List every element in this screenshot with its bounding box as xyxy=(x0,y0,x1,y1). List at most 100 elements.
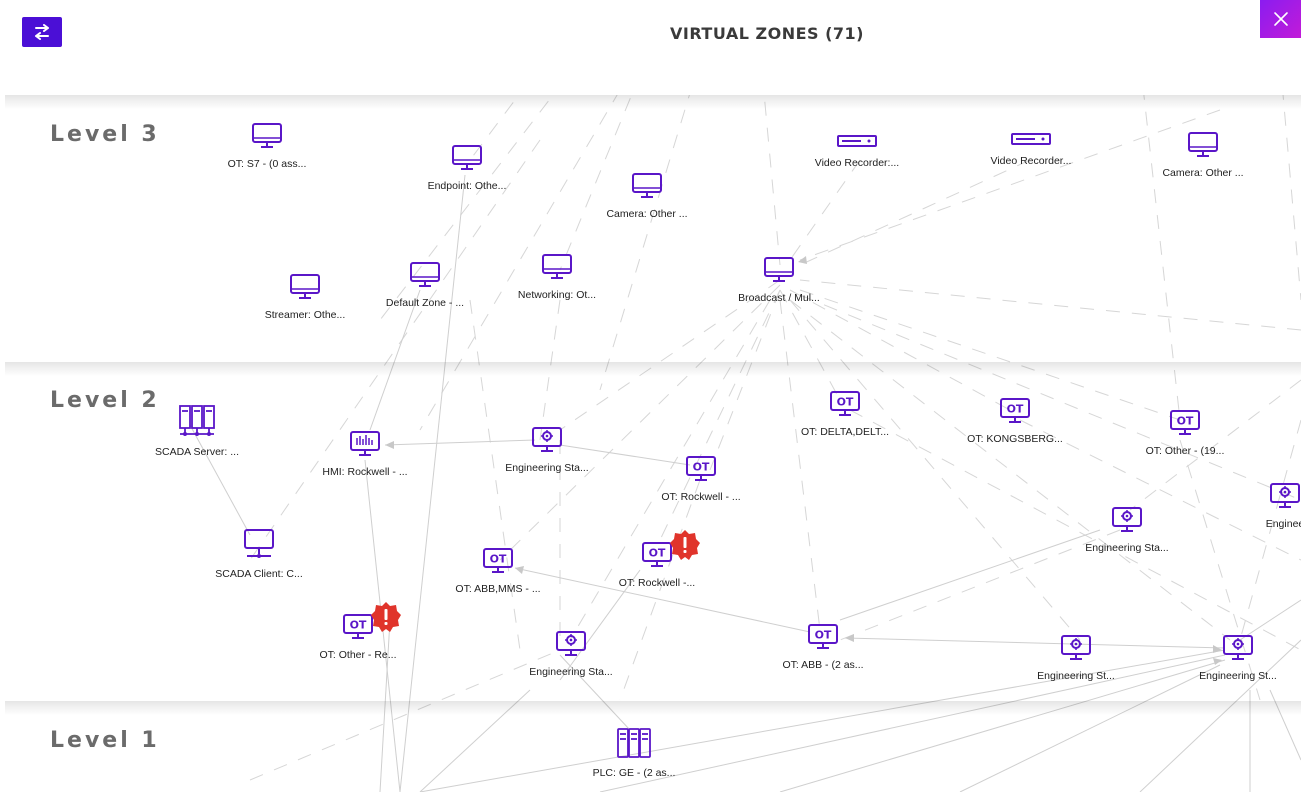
zone-node-label: Video Recorder:... xyxy=(814,157,900,169)
zone-node[interactable]: PLC: GE - (2 as... xyxy=(574,727,694,779)
level-divider xyxy=(5,701,1301,715)
level-1-label: Level 1 xyxy=(50,728,160,753)
monitor-icon xyxy=(365,261,485,294)
zone-node-label: OT: Other - Re... xyxy=(319,649,397,661)
zone-node[interactable]: OT OT: ABB - (2 as... xyxy=(763,623,883,671)
zone-node[interactable]: Default Zone - ... xyxy=(365,261,485,309)
zone-node-label: OT: ABB,MMS - ... xyxy=(455,583,541,595)
zone-node[interactable]: Video Recorder... xyxy=(971,131,1091,167)
svg-text:OT: OT xyxy=(649,547,666,560)
zone-node-label: OT: Other - (19... xyxy=(1145,445,1225,457)
monitor-icon xyxy=(587,172,707,205)
svg-text:OT: OT xyxy=(1177,415,1194,428)
zone-node-label: OT: ABB - (2 as... xyxy=(782,659,864,671)
svg-text:OT: OT xyxy=(1007,403,1024,416)
svg-text:OT: OT xyxy=(490,553,507,566)
zone-node-label: Engineering Sta... xyxy=(529,666,613,678)
zone-node[interactable]: Networking: Ot... xyxy=(497,253,617,301)
zone-node[interactable]: Video Recorder:... xyxy=(797,133,917,169)
scada-client-icon xyxy=(199,528,319,565)
zone-node[interactable]: SCADA Server: ... xyxy=(137,404,257,458)
video-recorder-icon xyxy=(797,133,917,154)
zone-node[interactable]: SCADA Client: C... xyxy=(199,528,319,580)
zone-node-label: Engineering St... xyxy=(1037,670,1115,682)
monitor-icon xyxy=(407,144,527,177)
zone-node[interactable]: OT OT: Rockwell -... xyxy=(597,530,717,589)
zone-node-label: Broadcast / Mul... xyxy=(738,292,820,304)
monitor-icon xyxy=(207,122,327,155)
zone-node[interactable]: Broadcast / Mul... xyxy=(719,256,839,304)
zone-node-label: OT: DELTA,DELT... xyxy=(800,426,890,438)
zone-node-label: Default Zone - ... xyxy=(385,297,465,309)
monitor-icon xyxy=(1143,131,1263,164)
engineering-station-icon xyxy=(1016,634,1136,667)
close-button[interactable] xyxy=(1260,0,1301,38)
zone-node[interactable]: Enginee xyxy=(1225,482,1301,530)
zone-node[interactable]: Camera: Other ... xyxy=(587,172,707,220)
zone-node[interactable]: HMI: Rockwell - ... xyxy=(305,430,425,478)
zone-node-label: OT: KONGSBERG... xyxy=(967,433,1063,445)
monitor-icon xyxy=(245,273,365,306)
zone-node[interactable]: OT OT: Other - (19... xyxy=(1125,409,1245,457)
zone-node[interactable]: Camera: Other ... xyxy=(1143,131,1263,179)
hmi-icon xyxy=(305,430,425,463)
engineering-station-icon xyxy=(1225,482,1301,515)
level-2-label: Level 2 xyxy=(50,388,160,413)
zone-node[interactable]: Engineering Sta... xyxy=(511,630,631,678)
monitor-icon xyxy=(719,256,839,289)
zone-node-label: OT: S7 - (0 ass... xyxy=(227,158,307,170)
zone-node-label: SCADA Server: ... xyxy=(154,446,240,458)
ot-icon: OT xyxy=(641,455,761,488)
zone-node-label: OT: Rockwell - ... xyxy=(661,491,741,503)
zone-node-label: PLC: GE - (2 as... xyxy=(592,767,676,779)
ot-icon: OT xyxy=(438,547,558,580)
header-bar xyxy=(5,5,1301,95)
page-title: VIRTUAL ZONES (71) xyxy=(669,24,864,43)
ot-icon: OT xyxy=(763,623,883,656)
level-3-label: Level 3 xyxy=(50,122,160,147)
zone-node[interactable]: Engineering Sta... xyxy=(487,426,607,474)
zone-node-label: Networking: Ot... xyxy=(517,289,597,301)
video-recorder-icon xyxy=(971,131,1091,152)
zone-node[interactable]: OT OT: DELTA,DELT... xyxy=(785,390,905,438)
alert-badge-icon[interactable] xyxy=(669,529,701,566)
zone-node[interactable]: Endpoint: Othe... xyxy=(407,144,527,192)
ot-icon: OT xyxy=(597,541,717,574)
alert-badge-icon[interactable] xyxy=(370,601,402,638)
zone-node[interactable]: Engineering Sta... xyxy=(1067,506,1187,554)
zone-node-label: Video Recorder... xyxy=(990,155,1072,167)
zone-node[interactable]: OT OT: Rockwell - ... xyxy=(641,455,761,503)
zone-node[interactable]: Engineering St... xyxy=(1016,634,1136,682)
engineering-station-icon xyxy=(1178,634,1298,667)
swap-view-button[interactable] xyxy=(22,17,62,47)
zone-node[interactable]: Streamer: Othe... xyxy=(245,273,365,321)
zone-node-label: SCADA Client: C... xyxy=(215,568,303,580)
svg-text:OT: OT xyxy=(693,461,710,474)
zone-node[interactable]: OT OT: KONGSBERG... xyxy=(955,397,1075,445)
zone-node[interactable]: OT: S7 - (0 ass... xyxy=(207,122,327,170)
zone-node[interactable]: Engineering St... xyxy=(1178,634,1298,682)
zone-node[interactable]: OT OT: ABB,MMS - ... xyxy=(438,547,558,595)
zone-node-label: Camera: Other ... xyxy=(1162,167,1244,179)
plc-icon xyxy=(574,727,694,764)
monitor-icon xyxy=(497,253,617,286)
zone-node-label: Engineering St... xyxy=(1199,670,1277,682)
zone-node-label: Endpoint: Othe... xyxy=(427,180,507,192)
engineering-station-icon xyxy=(487,426,607,459)
level-divider xyxy=(5,362,1301,376)
zone-node-label: HMI: Rockwell - ... xyxy=(322,466,408,478)
ot-icon: OT xyxy=(955,397,1075,430)
svg-text:OT: OT xyxy=(837,396,854,409)
zone-node-label: OT: Rockwell -... xyxy=(618,577,696,589)
zone-node-label: Engineering Sta... xyxy=(505,462,589,474)
swap-arrows-icon xyxy=(35,24,49,40)
ot-icon: OT xyxy=(1125,409,1245,442)
zone-node-label: Camera: Other ... xyxy=(606,208,688,220)
server-rack-icon xyxy=(137,404,257,443)
close-icon xyxy=(1273,12,1288,26)
zone-node-label: Streamer: Othe... xyxy=(264,309,346,321)
svg-text:OT: OT xyxy=(815,629,832,642)
